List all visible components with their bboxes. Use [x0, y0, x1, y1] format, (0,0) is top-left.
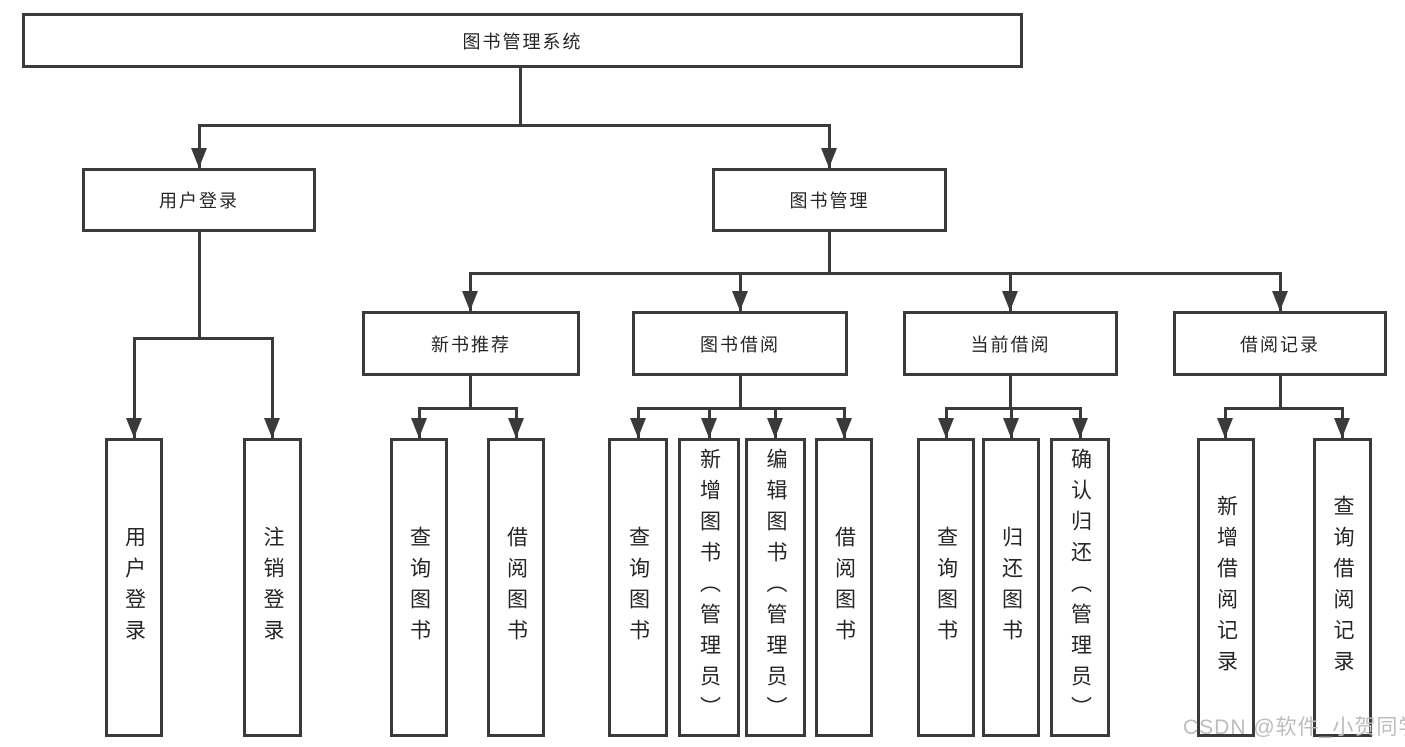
arrowhead-down: [411, 418, 427, 438]
node-user-login: 用户登录: [82, 168, 316, 232]
connector-stem-book-management: [828, 124, 831, 168]
leaf-add-book-admin: 新增图书（管理员）: [678, 438, 740, 737]
connector-book-management-stub: [828, 232, 831, 275]
connector-root-stub: [519, 68, 522, 127]
arrowhead-down: [264, 418, 280, 438]
node-label: 借阅图书: [832, 525, 856, 650]
connector-user-login-horizontal: [133, 337, 274, 340]
arrowhead-down: [732, 291, 748, 311]
node-label: 查询图书: [407, 525, 431, 650]
connector-root-horizontal: [198, 124, 831, 127]
connector-book-management-horizontal: [469, 272, 1282, 275]
node-label: 注销登录: [261, 525, 284, 650]
node-label: 用户登录: [122, 525, 146, 650]
node-label: 确认归还（管理员）: [1068, 448, 1092, 727]
leaf-borrow-books-recommend: 借阅图书: [487, 438, 545, 737]
connector-stem-leaf: [133, 337, 136, 438]
arrowhead-down: [191, 148, 207, 168]
connector-stem-user-login: [198, 124, 201, 168]
arrowhead-down: [938, 418, 954, 438]
node-label: 用户登录: [159, 191, 239, 211]
node-book-management: 图书管理: [712, 168, 947, 232]
arrowhead-down: [630, 418, 646, 438]
connector-stem-leaf: [271, 337, 274, 438]
leaf-return-books: 归还图书: [982, 438, 1040, 737]
node-label: 编辑图书（管理员）: [764, 448, 787, 727]
node-label: 借阅图书: [504, 525, 528, 650]
arrowhead-down: [1334, 418, 1350, 438]
node-new-book-recommend: 新书推荐: [362, 311, 580, 376]
arrowhead-down: [701, 418, 717, 438]
node-label: 查询图书: [934, 525, 958, 650]
arrowhead-down: [508, 418, 524, 438]
arrowhead-down: [1272, 291, 1288, 311]
node-label: 新书推荐: [431, 334, 511, 355]
leaf-query-books-current: 查询图书: [917, 438, 975, 737]
node-label: 图书管理: [789, 191, 870, 211]
leaf-query-borrow-record: 查询借阅记录: [1313, 438, 1372, 737]
arrowhead-down: [126, 418, 142, 438]
connector-user-login-stub: [198, 232, 201, 340]
node-label: 当前借阅: [970, 334, 1051, 355]
connector-borrow-records-horizontal: [1224, 407, 1344, 410]
arrowhead-down: [836, 418, 852, 438]
arrowhead-down: [821, 148, 837, 168]
leaf-borrow-books: 借阅图书: [815, 438, 873, 737]
node-label: 新增图书（管理员）: [697, 448, 721, 727]
connector-new-book-horizontal: [418, 407, 518, 410]
arrowhead-down: [1072, 418, 1088, 438]
node-label: 查询借阅记录: [1331, 494, 1354, 681]
arrowhead-down: [1003, 418, 1019, 438]
leaf-edit-book-admin: 编辑图书（管理员）: [745, 438, 806, 737]
arrowhead-down: [767, 418, 783, 438]
connector-borrow-records-stub: [1279, 376, 1282, 410]
arrowhead-down: [1002, 291, 1018, 311]
leaf-add-borrow-record: 新增借阅记录: [1197, 438, 1255, 737]
leaf-confirm-return-admin: 确认归还（管理员）: [1050, 438, 1110, 737]
connector-current-borrow-stub: [1009, 376, 1012, 410]
leaf-user-login: 用户登录: [105, 438, 163, 737]
arrowhead-down: [462, 291, 478, 311]
leaf-query-books-recommend: 查询图书: [390, 438, 448, 737]
node-label: 新增借阅记录: [1214, 494, 1238, 681]
connector-book-borrow-horizontal: [637, 407, 846, 410]
node-label: 借阅记录: [1240, 334, 1320, 355]
node-label: 图书借阅: [700, 334, 780, 355]
node-borrow-records: 借阅记录: [1173, 311, 1387, 376]
node-label: 查询图书: [626, 525, 650, 650]
node-label: 图书管理系统: [462, 31, 583, 52]
connector-book-borrow-stub: [739, 376, 742, 410]
arrowhead-down: [1217, 418, 1233, 438]
connector-new-book-stub: [469, 376, 472, 410]
csdn-watermark: CSDN @软件_小贺同学: [1183, 716, 1405, 739]
node-label: 归还图书: [999, 525, 1023, 650]
leaf-logout: 注销登录: [243, 438, 302, 737]
node-root: 图书管理系统: [22, 13, 1023, 68]
node-current-borrow: 当前借阅: [903, 311, 1118, 376]
connector-current-borrow-horizontal: [945, 407, 1082, 410]
leaf-query-books-borrow: 查询图书: [608, 438, 668, 737]
node-book-borrow: 图书借阅: [632, 311, 848, 376]
